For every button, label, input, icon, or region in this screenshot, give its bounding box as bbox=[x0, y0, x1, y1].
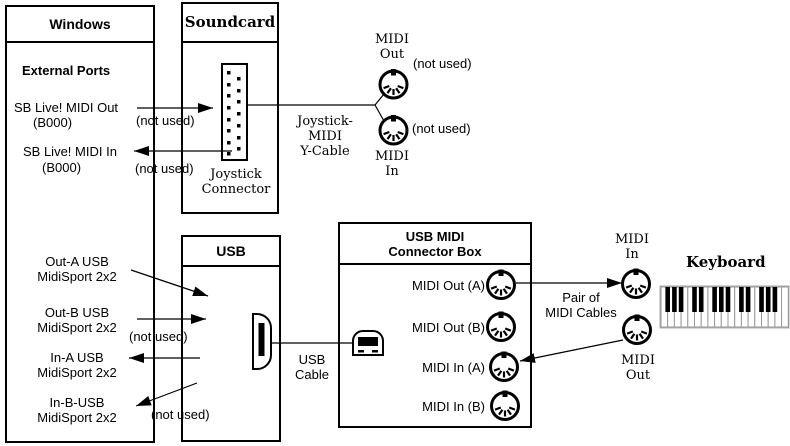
out-b-usb-status: (not used) bbox=[129, 329, 188, 344]
sb-midi-out-label: SB Live! MIDI Out bbox=[14, 100, 119, 115]
keyboard-midi-in-label: MIDI In bbox=[614, 232, 649, 262]
out-a-usb-label: Out-A USB MidiSport 2x2 bbox=[37, 254, 117, 284]
windows-box-title: Windows bbox=[7, 7, 153, 43]
pair-of-midi-cables-label: Pair of MIDI Cables bbox=[545, 290, 617, 320]
ycable-midi-in-label: MIDI In bbox=[374, 149, 409, 179]
din-box-midi-out-a-icon bbox=[486, 268, 516, 300]
windows-box: Windows bbox=[5, 5, 155, 443]
usb-cable-label: USB Cable bbox=[295, 352, 329, 382]
sb-midi-out-port: (B000) bbox=[33, 115, 73, 130]
ycable-label: Joystick- MIDI Y-Cable bbox=[297, 114, 353, 159]
sb-midi-in-port: (B000) bbox=[42, 160, 82, 175]
usb-b-port-icon bbox=[352, 330, 384, 356]
in-b-usb-label: In-B-USB MidiSport 2x2 bbox=[37, 395, 117, 425]
piano-keyboard-icon bbox=[659, 285, 790, 329]
din-ycable-midi-out-icon bbox=[378, 67, 409, 100]
joystick-connector-icon bbox=[221, 63, 248, 161]
arrow-in-b bbox=[135, 382, 198, 407]
usb-midi-connector-box-title: USB MIDI Connector Box bbox=[340, 224, 530, 265]
line-joystick-y-cable bbox=[247, 93, 385, 122]
arrow-out-a bbox=[130, 269, 209, 297]
usb-box: USB bbox=[181, 235, 281, 442]
din-ycable-midi-in-icon bbox=[378, 113, 409, 146]
keyboard-title: Keyboard bbox=[686, 253, 766, 271]
din-box-midi-in-b-icon bbox=[490, 389, 520, 421]
usb-plug-icon bbox=[252, 313, 272, 370]
keyboard-midi-out-label: MIDI Out bbox=[620, 353, 655, 383]
joystick-connector-label: Joystick Connector bbox=[201, 167, 271, 197]
ycable-midi-out-label: MIDI Out bbox=[374, 32, 409, 62]
midi-out-b-label: MIDI Out (B) bbox=[412, 320, 485, 335]
din-box-midi-in-a-icon bbox=[489, 350, 519, 382]
ycable-midi-in-status: (not used) bbox=[412, 121, 471, 136]
din-box-midi-out-b-icon bbox=[486, 310, 516, 342]
soundcard-box-title: Soundcard bbox=[183, 4, 277, 43]
sb-midi-out-status: (not used) bbox=[136, 113, 195, 128]
midi-in-b-label: MIDI In (B) bbox=[422, 399, 485, 414]
out-b-usb-label: Out-B USB MidiSport 2x2 bbox=[37, 305, 117, 335]
arrow-keyboard-to-midi-in-a bbox=[519, 339, 624, 363]
usb-box-title: USB bbox=[183, 237, 279, 267]
ycable-midi-out-status: (not used) bbox=[413, 56, 472, 71]
sb-midi-in-label: SB Live! MIDI In bbox=[23, 144, 117, 159]
midi-out-a-label: MIDI Out (A) bbox=[412, 278, 485, 293]
in-a-usb-label: In-A USB MidiSport 2x2 bbox=[37, 350, 117, 380]
midi-in-a-label: MIDI In (A) bbox=[422, 360, 485, 375]
sb-midi-in-status: (not used) bbox=[135, 161, 194, 176]
external-ports-heading: External Ports bbox=[22, 63, 111, 78]
in-b-usb-status: (not used) bbox=[151, 407, 210, 422]
